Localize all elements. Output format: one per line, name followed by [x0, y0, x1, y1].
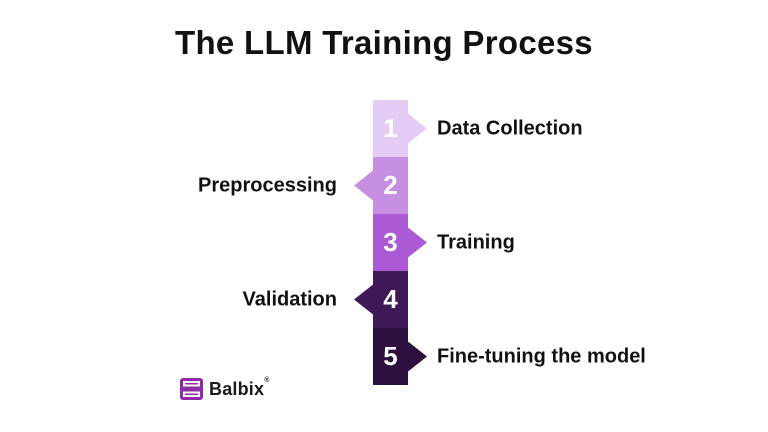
step-5-label: Fine-tuning the model [437, 345, 646, 367]
step-2-number: 2 [383, 170, 398, 200]
step-4-label: Validation [242, 288, 337, 310]
process-column: 1 Data Collection 2 Preprocessing 3 Trai… [198, 100, 646, 385]
step-4-number: 4 [383, 284, 398, 314]
step-2-label: Preprocessing [198, 174, 337, 196]
step-3-number: 3 [383, 227, 398, 257]
arrow-right-icon [408, 227, 427, 258]
step-3-label: Training [437, 231, 515, 253]
balbix-logo: Balbix® [180, 376, 270, 400]
balbix-icon-bar [183, 384, 200, 394]
step-5-fine-tuning: 5 Fine-tuning the model [373, 328, 646, 385]
balbix-brand-name: Balbix [209, 378, 265, 399]
step-1-data-collection: 1 Data Collection [373, 100, 583, 157]
registered-trademark-symbol: ® [264, 376, 270, 384]
step-4-validation: 4 Validation [243, 271, 408, 328]
step-3-training: 3 Training [373, 214, 515, 271]
balbix-logo-icon [180, 378, 203, 400]
step-1-label: Data Collection [437, 117, 583, 139]
arrow-left-icon [354, 284, 373, 315]
step-5-number: 5 [383, 341, 398, 371]
balbix-logo-text: Balbix® [209, 376, 270, 400]
arrow-right-icon [408, 113, 427, 144]
page-title: The LLM Training Process [175, 24, 593, 61]
step-1-number: 1 [383, 113, 398, 143]
arrow-right-icon [408, 341, 427, 372]
arrow-left-icon [354, 170, 373, 201]
step-2-preprocessing: 2 Preprocessing [198, 157, 408, 214]
